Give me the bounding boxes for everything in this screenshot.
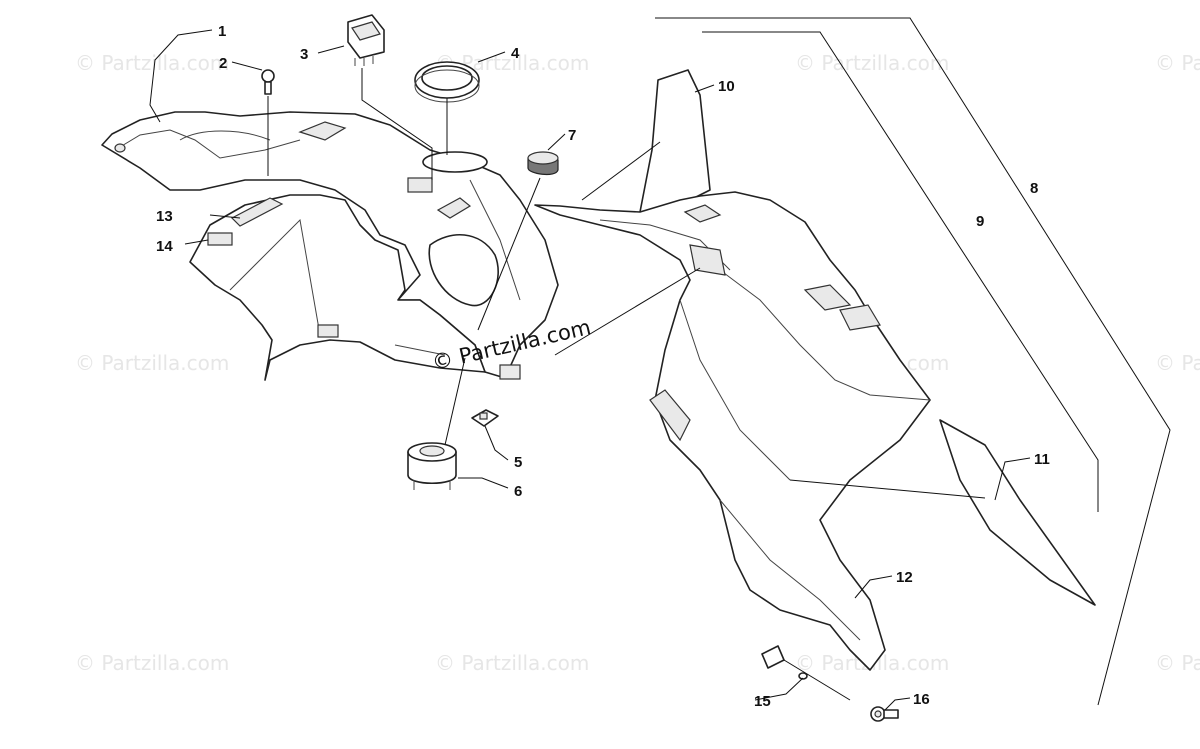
vent-slot <box>649 389 691 442</box>
ignition-face <box>419 445 445 457</box>
watermark-layer: © Partzilla.com © Partzilla.com © Partzi… <box>75 51 1200 675</box>
bracket-8 <box>655 17 1171 706</box>
cap-7 <box>527 151 559 176</box>
watermark: © Partzilla.com <box>75 651 229 675</box>
leader-10b <box>581 141 661 201</box>
clip-body <box>761 645 785 669</box>
skirt-edge <box>394 344 446 356</box>
leader-11b <box>789 479 986 499</box>
decal-13 <box>230 197 284 227</box>
leader-1 <box>149 29 213 123</box>
leader-15b <box>783 659 851 701</box>
leader-5 <box>484 425 509 461</box>
vent-slot <box>839 304 881 331</box>
callout-10: 10 <box>718 78 735 95</box>
leader-3 <box>317 45 345 54</box>
bracket-9 <box>702 31 1099 512</box>
panel-body <box>101 111 559 379</box>
panel-crease <box>719 499 861 641</box>
callout-11: 11 <box>1034 451 1050 468</box>
leader-15 <box>754 677 804 701</box>
leader-3b <box>361 68 433 180</box>
fastener-slot <box>874 710 882 718</box>
leader-16 <box>884 697 911 711</box>
callout-7: 7 <box>568 127 576 144</box>
callout-9: 9 <box>976 213 984 230</box>
ring-inner <box>421 65 473 91</box>
skirt-crease <box>229 218 321 336</box>
mount-hole <box>114 143 126 153</box>
decal-14 <box>207 232 233 246</box>
watermark: © Partzilla.com <box>75 351 229 375</box>
leader-6b <box>444 357 466 446</box>
watermark: © Partzilla.com <box>1155 51 1200 75</box>
leader-connector <box>554 267 701 356</box>
ignition-switch-6 <box>407 442 457 490</box>
vent-slot <box>683 204 722 223</box>
screw-head <box>261 69 275 83</box>
leader-6 <box>458 477 509 489</box>
leader-11 <box>994 457 1031 501</box>
callout-labels: 1 2 3 4 5 6 7 8 9 10 11 12 13 14 15 16 <box>156 23 1050 710</box>
fastener-shank <box>883 709 899 719</box>
gauge-ring-4 <box>414 61 480 103</box>
callout-12: 12 <box>896 569 913 586</box>
skirt-tab <box>317 324 339 338</box>
switch-face <box>351 21 381 41</box>
cap-top <box>527 151 559 165</box>
leader-7b <box>477 177 541 331</box>
callout-16: 16 <box>913 691 930 708</box>
watermark: © Partzilla.com <box>795 51 949 75</box>
watermark: © Partzilla.com <box>1155 651 1200 675</box>
washer <box>798 672 808 680</box>
leader-lines <box>149 29 1031 711</box>
screw-2 <box>261 69 275 95</box>
panel-contour <box>179 130 271 141</box>
panel-edge <box>114 129 301 159</box>
watermark: © Partzilla.com <box>435 651 589 675</box>
callout-3: 3 <box>300 46 308 63</box>
fastener-16 <box>870 706 899 722</box>
panel-crease <box>469 179 521 301</box>
panel-skirt <box>189 194 486 381</box>
callout-13: 13 <box>156 208 173 225</box>
rocker-switch-3 <box>347 14 385 66</box>
callout-4: 4 <box>511 45 520 62</box>
side-panel-body <box>534 191 931 671</box>
callout-5: 5 <box>514 454 522 471</box>
vent-slot <box>803 284 852 311</box>
callout-2: 2 <box>219 55 227 72</box>
dash-panel-lower <box>189 194 486 381</box>
clip-hole <box>479 412 488 420</box>
group-bracket-lines <box>655 17 1171 706</box>
switch-opening <box>407 177 433 193</box>
leader-7 <box>547 133 566 151</box>
callout-14: 14 <box>156 238 173 255</box>
leader-10 <box>694 84 715 93</box>
side-shield-10 <box>639 69 711 213</box>
callout-8: 8 <box>1030 180 1038 197</box>
leader-4 <box>477 51 506 63</box>
watermark: © Partzilla.com <box>1155 351 1200 375</box>
leader-14 <box>184 239 209 245</box>
side-shield-11 <box>939 419 1096 606</box>
side-panel-assembly <box>534 191 931 671</box>
dash-panel-upper <box>101 111 559 380</box>
leader-12 <box>854 575 893 599</box>
panel-slot <box>298 121 347 141</box>
gauge-opening <box>422 151 488 173</box>
panel-tab <box>436 197 472 219</box>
screw-shank <box>264 81 272 95</box>
mount-tab <box>499 364 521 380</box>
callout-6: 6 <box>514 483 522 500</box>
callout-15: 15 <box>754 693 771 710</box>
leader-2 <box>231 61 263 71</box>
panel-crease <box>679 299 791 481</box>
callout-1: 1 <box>218 23 226 40</box>
watermark: © Partzilla.com <box>75 51 229 75</box>
leader-13 <box>209 214 241 219</box>
vent-slot <box>689 244 726 276</box>
